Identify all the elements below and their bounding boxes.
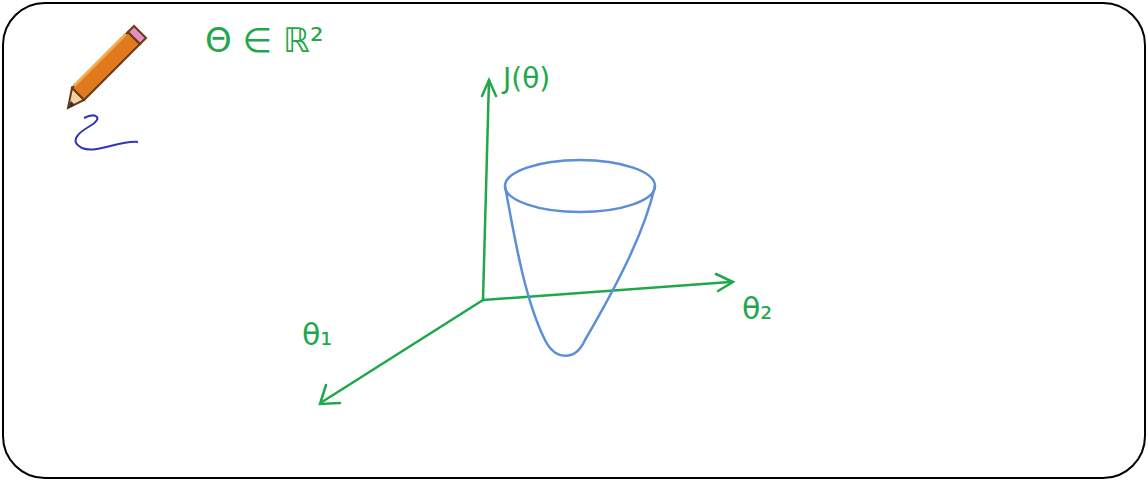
axis-label: θ₁ — [302, 318, 332, 351]
axes — [320, 80, 733, 404]
axis-label: J(θ) — [503, 64, 550, 95]
parameter-space-label: Θ ∈ ℝ² — [205, 22, 324, 59]
pencil-icon — [68, 26, 146, 150]
axis-label: θ₂ — [742, 292, 772, 325]
frame — [3, 3, 1145, 478]
cost-bowl — [505, 160, 655, 356]
